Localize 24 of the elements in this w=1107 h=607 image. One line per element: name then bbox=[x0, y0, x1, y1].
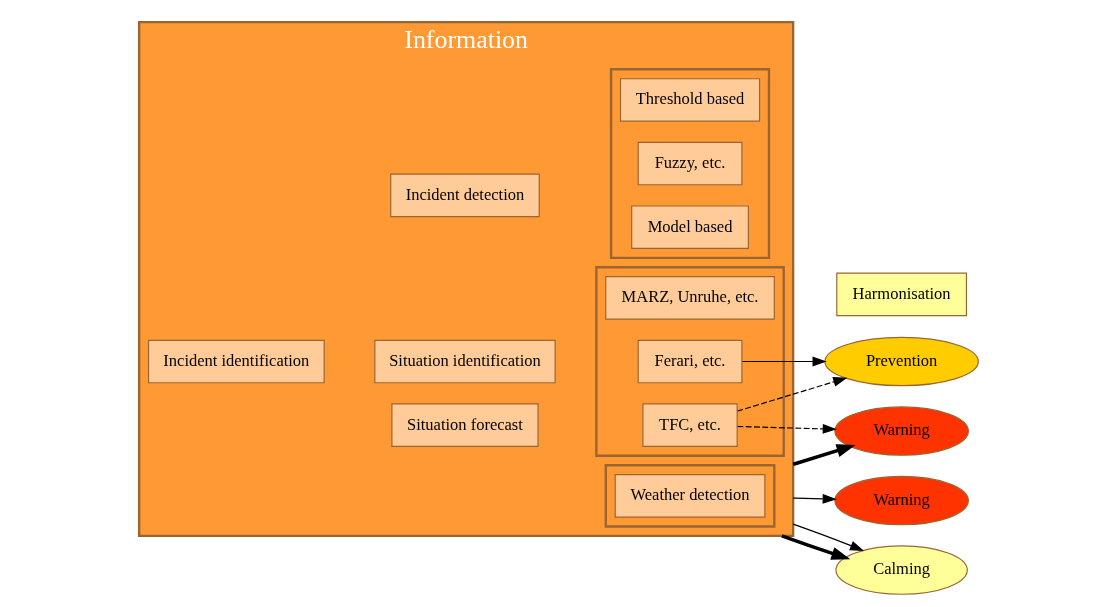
node-box: Incident identification bbox=[147, 339, 325, 384]
node-box: Harmonisation bbox=[835, 272, 967, 317]
arrow bbox=[780, 534, 850, 560]
node-box: Model based bbox=[630, 205, 749, 249]
cluster bbox=[604, 464, 775, 528]
arrow bbox=[736, 423, 837, 434]
node-box: TFC, etc. bbox=[641, 403, 738, 447]
node-box: Fuzzy, etc. bbox=[637, 141, 742, 186]
node-box: Weather detection bbox=[614, 474, 765, 518]
cluster bbox=[594, 266, 785, 457]
node-box: Incident detection bbox=[389, 173, 540, 218]
arrow bbox=[741, 356, 827, 367]
node-ellipse: Calming bbox=[834, 545, 968, 595]
node-box: Ferari, etc. bbox=[637, 339, 742, 384]
node-ellipse: Warning bbox=[833, 475, 969, 526]
arrow bbox=[792, 523, 864, 552]
node-box: MARZ, Unruhe, etc. bbox=[604, 276, 775, 320]
arrow bbox=[792, 493, 837, 504]
node-box: Threshold based bbox=[619, 78, 760, 122]
arrow bbox=[736, 377, 847, 412]
node-box: Situation identification bbox=[373, 339, 556, 384]
cluster bbox=[609, 68, 770, 259]
arrow bbox=[792, 444, 855, 466]
node-box: Situation forecast bbox=[390, 403, 539, 447]
